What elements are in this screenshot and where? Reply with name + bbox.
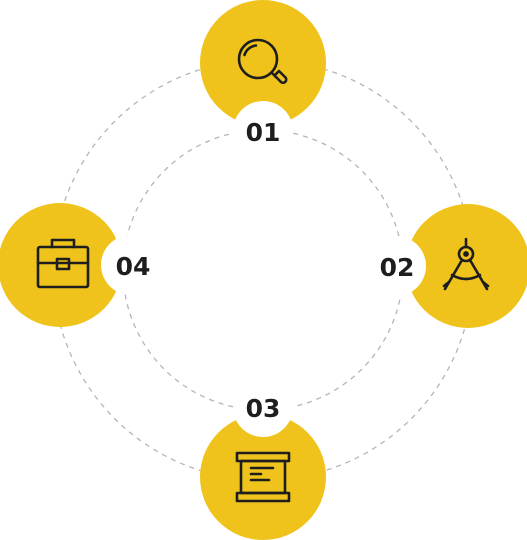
step-03-label: 03 — [246, 394, 281, 423]
step-02-label-badge — [366, 236, 426, 296]
step-03-label-badge — [233, 377, 293, 437]
step-02-label: 02 — [380, 253, 415, 282]
step-01-label-badge — [233, 101, 293, 161]
step-02: 02 — [366, 204, 527, 328]
magnifier-icon — [237, 38, 288, 84]
step-01-circle — [200, 0, 326, 126]
step-04-label: 04 — [116, 252, 151, 281]
step-04-label-badge — [101, 235, 161, 295]
step-04: 04 — [0, 203, 161, 327]
step-01-label: 01 — [246, 118, 281, 147]
step-01: 01 — [200, 0, 326, 161]
briefcase-icon — [36, 238, 90, 289]
step-03-circle — [200, 414, 326, 540]
step-03: 03 — [200, 377, 326, 540]
step-04-circle — [0, 203, 122, 327]
drafting-compass-icon — [442, 237, 490, 291]
inner-dashed-ring — [122, 129, 404, 411]
step-02-circle — [406, 204, 527, 328]
document-frame-icon — [235, 451, 291, 503]
